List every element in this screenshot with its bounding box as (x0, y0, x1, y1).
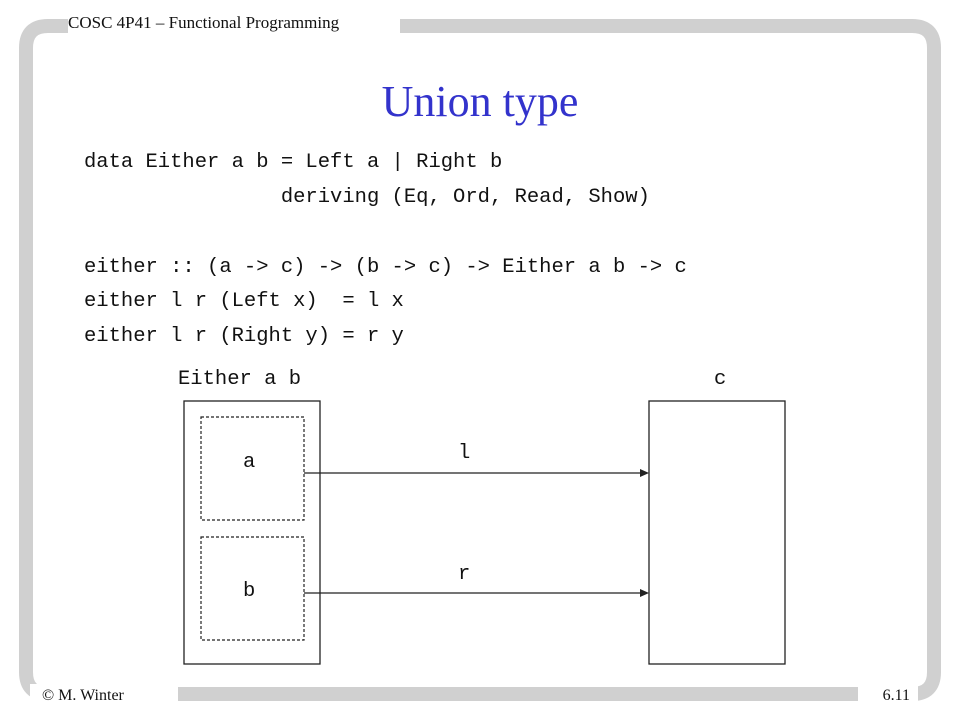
result-box (648, 400, 786, 665)
arrow-r-head (640, 589, 649, 597)
arrow-label-l: l (458, 442, 471, 465)
code-line-1: data Either a b = Left a | Right b (84, 151, 503, 174)
inner-box-b (200, 536, 305, 641)
slide-title: Union type (381, 77, 579, 126)
page-number: 6.11 (882, 687, 910, 704)
arrow-l-head (640, 469, 649, 477)
arrow-label-r: r (458, 563, 471, 586)
inner-label-a: a (243, 451, 256, 474)
course-header: COSC 4P41 – Functional Programming (68, 13, 346, 33)
code-line-4: either l r (Left x) = l x (84, 290, 404, 313)
either-type-label: Either a b (178, 368, 302, 391)
code-line-2: deriving (Eq, Ord, Read, Show) (84, 186, 650, 209)
either-box (183, 400, 321, 665)
inner-label-b: b (243, 580, 256, 603)
code-line-3: either :: (a -> c) -> (b -> c) -> Either… (84, 256, 687, 279)
code-line-5: either l r (Right y) = r y (84, 325, 404, 348)
inner-box-a (200, 416, 305, 521)
result-type-label: c (714, 368, 727, 391)
author-footer: © M. Winter (42, 687, 124, 704)
